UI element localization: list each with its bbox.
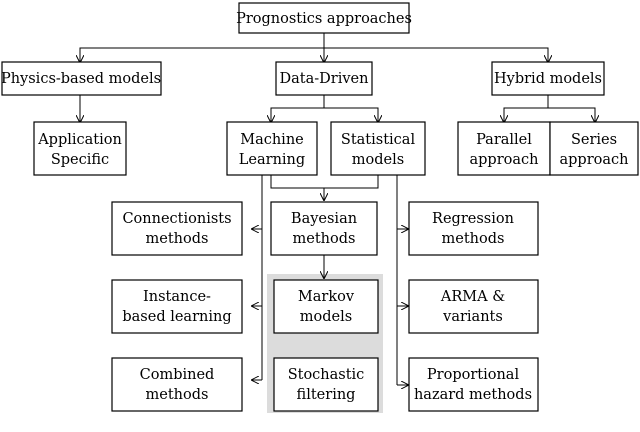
node-label: methods — [293, 231, 356, 247]
node-label: Connectionists — [122, 211, 231, 227]
node-label: Data-Driven — [280, 71, 369, 87]
node-label: Physics-based models — [1, 71, 161, 87]
node-label: Instance- — [143, 289, 211, 305]
node-connectionists-methods: Connectionists methods — [111, 201, 243, 256]
node-label: filtering — [297, 387, 356, 403]
node-label: Statistical — [341, 132, 416, 148]
node-combined-methods: Combined methods — [111, 357, 243, 412]
node-label: hazard methods — [414, 387, 532, 403]
node-label: approach — [560, 152, 629, 168]
node-series-approach: Series approach — [549, 121, 639, 176]
node-label: Combined — [140, 367, 215, 383]
node-machine-learning: Machine Learning — [226, 121, 318, 176]
node-label: Proportional — [427, 367, 520, 383]
node-label: Specific — [51, 152, 109, 168]
node-label: methods — [146, 231, 209, 247]
node-label: Application — [37, 132, 122, 148]
node-application-specific: Application Specific — [33, 121, 127, 176]
node-bayesian-methods: Bayesian methods — [270, 201, 378, 256]
node-arma-variants: ARMA & variants — [408, 279, 539, 334]
node-prognostics-approaches: Prognostics approaches — [236, 2, 412, 34]
node-markov-models: Markov models — [273, 279, 379, 334]
node-label: Parallel — [476, 132, 532, 148]
node-label: Stochastic — [288, 367, 365, 383]
node-instance-based-learning: Instance- based learning — [111, 279, 243, 334]
node-data-driven: Data-Driven — [275, 61, 373, 96]
node-label: Learning — [239, 152, 305, 168]
node-label: methods — [442, 231, 505, 247]
node-label: Markov — [298, 289, 355, 305]
node-label: Series — [571, 132, 617, 148]
node-label: Prognostics approaches — [236, 11, 412, 27]
node-label: models — [352, 152, 404, 168]
node-label: variants — [442, 309, 503, 325]
node-parallel-approach: Parallel approach — [457, 121, 551, 176]
node-label: approach — [470, 152, 539, 168]
node-label: methods — [146, 387, 209, 403]
node-label: based learning — [122, 309, 231, 325]
node-proportional-hazard-methods: Proportional hazard methods — [408, 357, 539, 412]
node-label: Bayesian — [291, 211, 357, 227]
node-label: Machine — [240, 132, 304, 148]
node-physics-based-models: Physics-based models — [1, 61, 162, 96]
diagram-edges — [80, 33, 595, 385]
node-stochastic-filtering: Stochastic filtering — [273, 357, 379, 412]
node-label: ARMA & — [440, 289, 505, 305]
node-label: Hybrid models — [494, 71, 602, 87]
node-regression-methods: Regression methods — [408, 201, 539, 256]
node-statistical-models: Statistical models — [330, 121, 426, 176]
node-label: Regression — [432, 211, 514, 227]
node-hybrid-models: Hybrid models — [491, 61, 605, 96]
node-label: models — [300, 309, 352, 325]
